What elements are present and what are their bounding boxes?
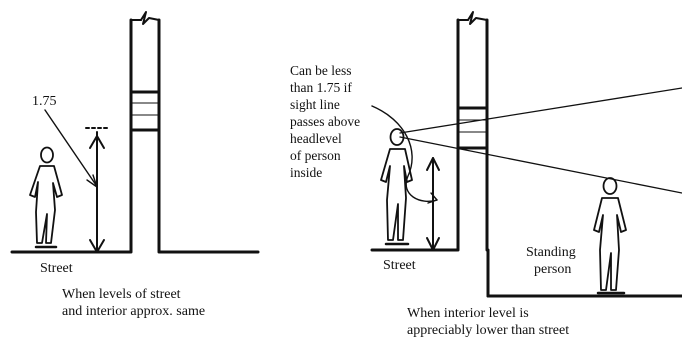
left-height-dimension xyxy=(85,127,109,253)
note-line-3: sight line xyxy=(290,97,340,112)
note-line-5: headlevel xyxy=(290,131,342,146)
right-leader-arrow xyxy=(371,105,438,204)
standing-person-label-2: person xyxy=(534,262,572,277)
right-street-label: Street xyxy=(383,258,416,273)
left-leader-arrow xyxy=(44,109,98,188)
note-line-2: than 1.75 if xyxy=(290,80,352,95)
left-street-label: Street xyxy=(40,261,73,276)
note-line-7: inside xyxy=(290,165,323,180)
right-sight-lines xyxy=(399,87,682,194)
left-person-figure xyxy=(29,146,63,249)
standing-person-label-1: Standing xyxy=(526,245,576,260)
note-line-1: Can be less xyxy=(290,63,352,78)
left-caption-line-1: When levels of street xyxy=(62,287,181,302)
note-line-6: of person xyxy=(290,148,341,163)
right-wall-with-window xyxy=(456,11,489,252)
left-caption-line-2: and interior approx. same xyxy=(62,304,206,319)
right-caption-line-1: When interior level is xyxy=(407,306,529,321)
right-street-ground xyxy=(370,248,682,298)
left-wall-with-window xyxy=(129,11,161,254)
right-caption-line-2: appreciably lower than street xyxy=(407,323,570,338)
interior-person-figure xyxy=(593,177,627,295)
note-line-4: passes above xyxy=(290,114,361,129)
right-street-person-figure xyxy=(380,128,413,246)
right-height-dimension xyxy=(426,157,440,251)
dimension-label: 1.75 xyxy=(32,94,57,109)
